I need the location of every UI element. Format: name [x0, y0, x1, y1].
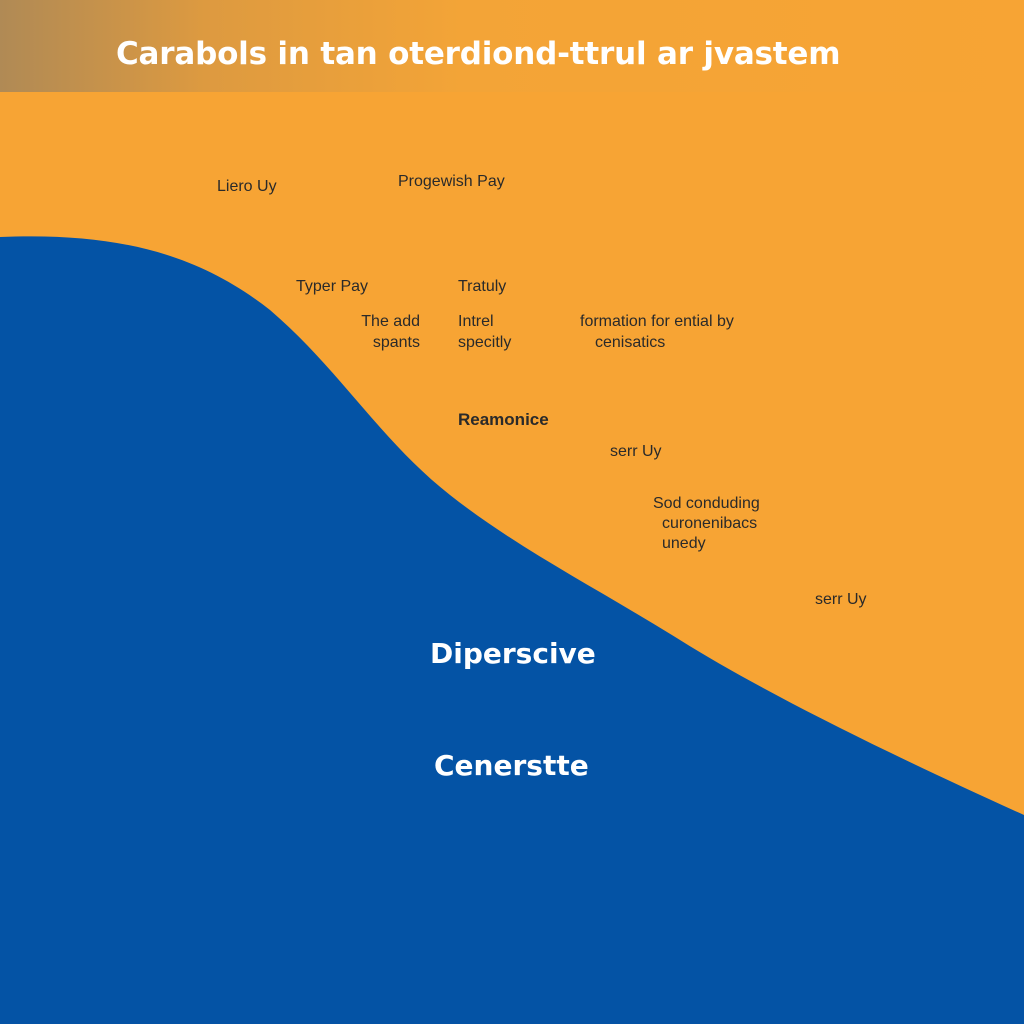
- label-unedy: unedy: [662, 535, 706, 552]
- label-specitly: specitly: [458, 334, 512, 351]
- label-sod-conduding: Sod conduding: [653, 495, 760, 512]
- label-typer-pay: Typer Pay: [296, 278, 369, 295]
- blue-region: [0, 236, 1024, 1024]
- label-serr-uy-2: serr Uy: [815, 591, 867, 608]
- label-serr-uy-1: serr Uy: [610, 443, 662, 460]
- label-tratuly: Tratuly: [458, 278, 507, 295]
- label-progewish-pay: Progewish Pay: [398, 173, 505, 190]
- region-label-diperscive: Diperscive: [430, 637, 596, 670]
- label-reamonice: Reamonice: [458, 410, 549, 429]
- label-cenisatics: cenisatics: [595, 334, 666, 351]
- label-formation: formation for ential by: [580, 313, 734, 330]
- label-liero-uy: Liero Uy: [217, 178, 277, 195]
- title-bar: [0, 0, 1024, 92]
- page-title: Carabols in tan oterdiond-ttrul ar jvast…: [116, 36, 841, 72]
- label-curonenibacs: curonenibacs: [662, 515, 758, 532]
- region-label-cenerstte: Cenerstte: [434, 749, 589, 782]
- label-the-add: The add: [361, 313, 420, 330]
- label-intrel: Intrel: [458, 313, 494, 330]
- label-spants: spants: [372, 334, 420, 351]
